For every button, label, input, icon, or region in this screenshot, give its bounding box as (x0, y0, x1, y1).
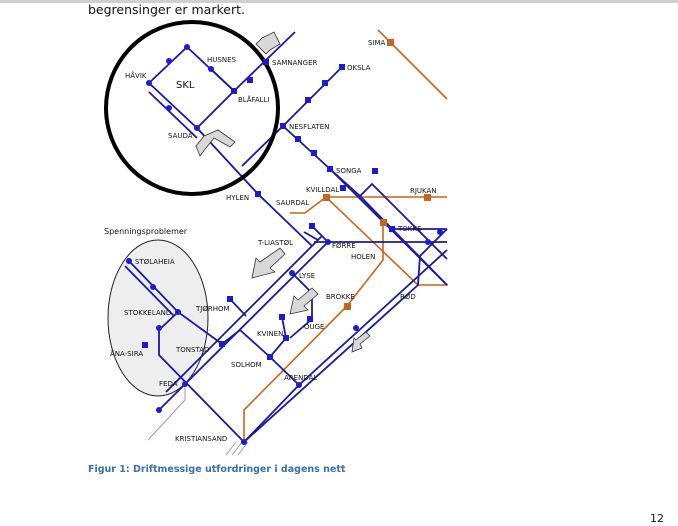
station-label: RØD (400, 293, 416, 301)
station-label: TJØRHOM (195, 305, 230, 313)
arrow-icon (351, 331, 371, 353)
station-label: RJUKAN (410, 187, 437, 195)
station-label: HYLEN (226, 194, 249, 202)
station-label: KVINEN (257, 330, 283, 338)
station-label: LYSE (299, 272, 315, 280)
hydro-nodes (323, 39, 431, 310)
station-label: KVILLDAL (306, 186, 339, 194)
station-label: TOKKE (397, 225, 421, 233)
station-label: TONSTAD (175, 346, 209, 354)
station-label: ÅNA-SIRA (110, 349, 143, 358)
voltage-problems-label: Spenningsproblemer (104, 227, 188, 236)
station-label: HUSNES (207, 56, 236, 64)
square-nodes (142, 59, 395, 360)
station-label: STØLAHEIA (135, 258, 175, 266)
station-label: SAUDA (168, 132, 193, 140)
station-label: HÅVIK (125, 71, 147, 80)
arrow-icon (251, 247, 286, 279)
station-label: SAMNANGER (272, 59, 318, 67)
station-label: BROKKE (326, 293, 355, 301)
arrow-icon (195, 129, 236, 157)
skl-region-circle (104, 20, 280, 196)
station-label: SIMA (368, 39, 386, 47)
region-label-skl: SKL (176, 80, 195, 91)
station-label: OUGE (304, 323, 324, 331)
station-label: KRISTIANSAND (175, 435, 227, 443)
station-label: SAURDAL (276, 199, 309, 207)
station-label: HOLEN (351, 253, 375, 261)
figure-caption: Figur 1: Driftmessige utfordringer i dag… (88, 464, 346, 475)
arrow-icon (289, 287, 319, 315)
circle-nodes (126, 44, 443, 445)
intro-text: begrensinger er markert. (88, 2, 245, 17)
station-label: NESFLATEN (289, 123, 329, 131)
station-label: SOLHOM (231, 361, 262, 369)
station-label: FEDA (159, 380, 178, 388)
station-label: STOKKELAND (124, 309, 171, 317)
station-label: OKSLA (347, 64, 371, 72)
station-label: FØRRE (332, 242, 356, 250)
station-label: T-LIASTØL (257, 239, 293, 247)
arrow-icon (255, 31, 281, 55)
station-label: BLÅFALLI (238, 95, 270, 104)
station-label: ARENDAL (284, 374, 317, 382)
page-number: 12 (650, 512, 664, 525)
station-label: SONGA (336, 167, 362, 175)
top-bar (0, 0, 678, 3)
voltage-problem-area (107, 239, 209, 397)
